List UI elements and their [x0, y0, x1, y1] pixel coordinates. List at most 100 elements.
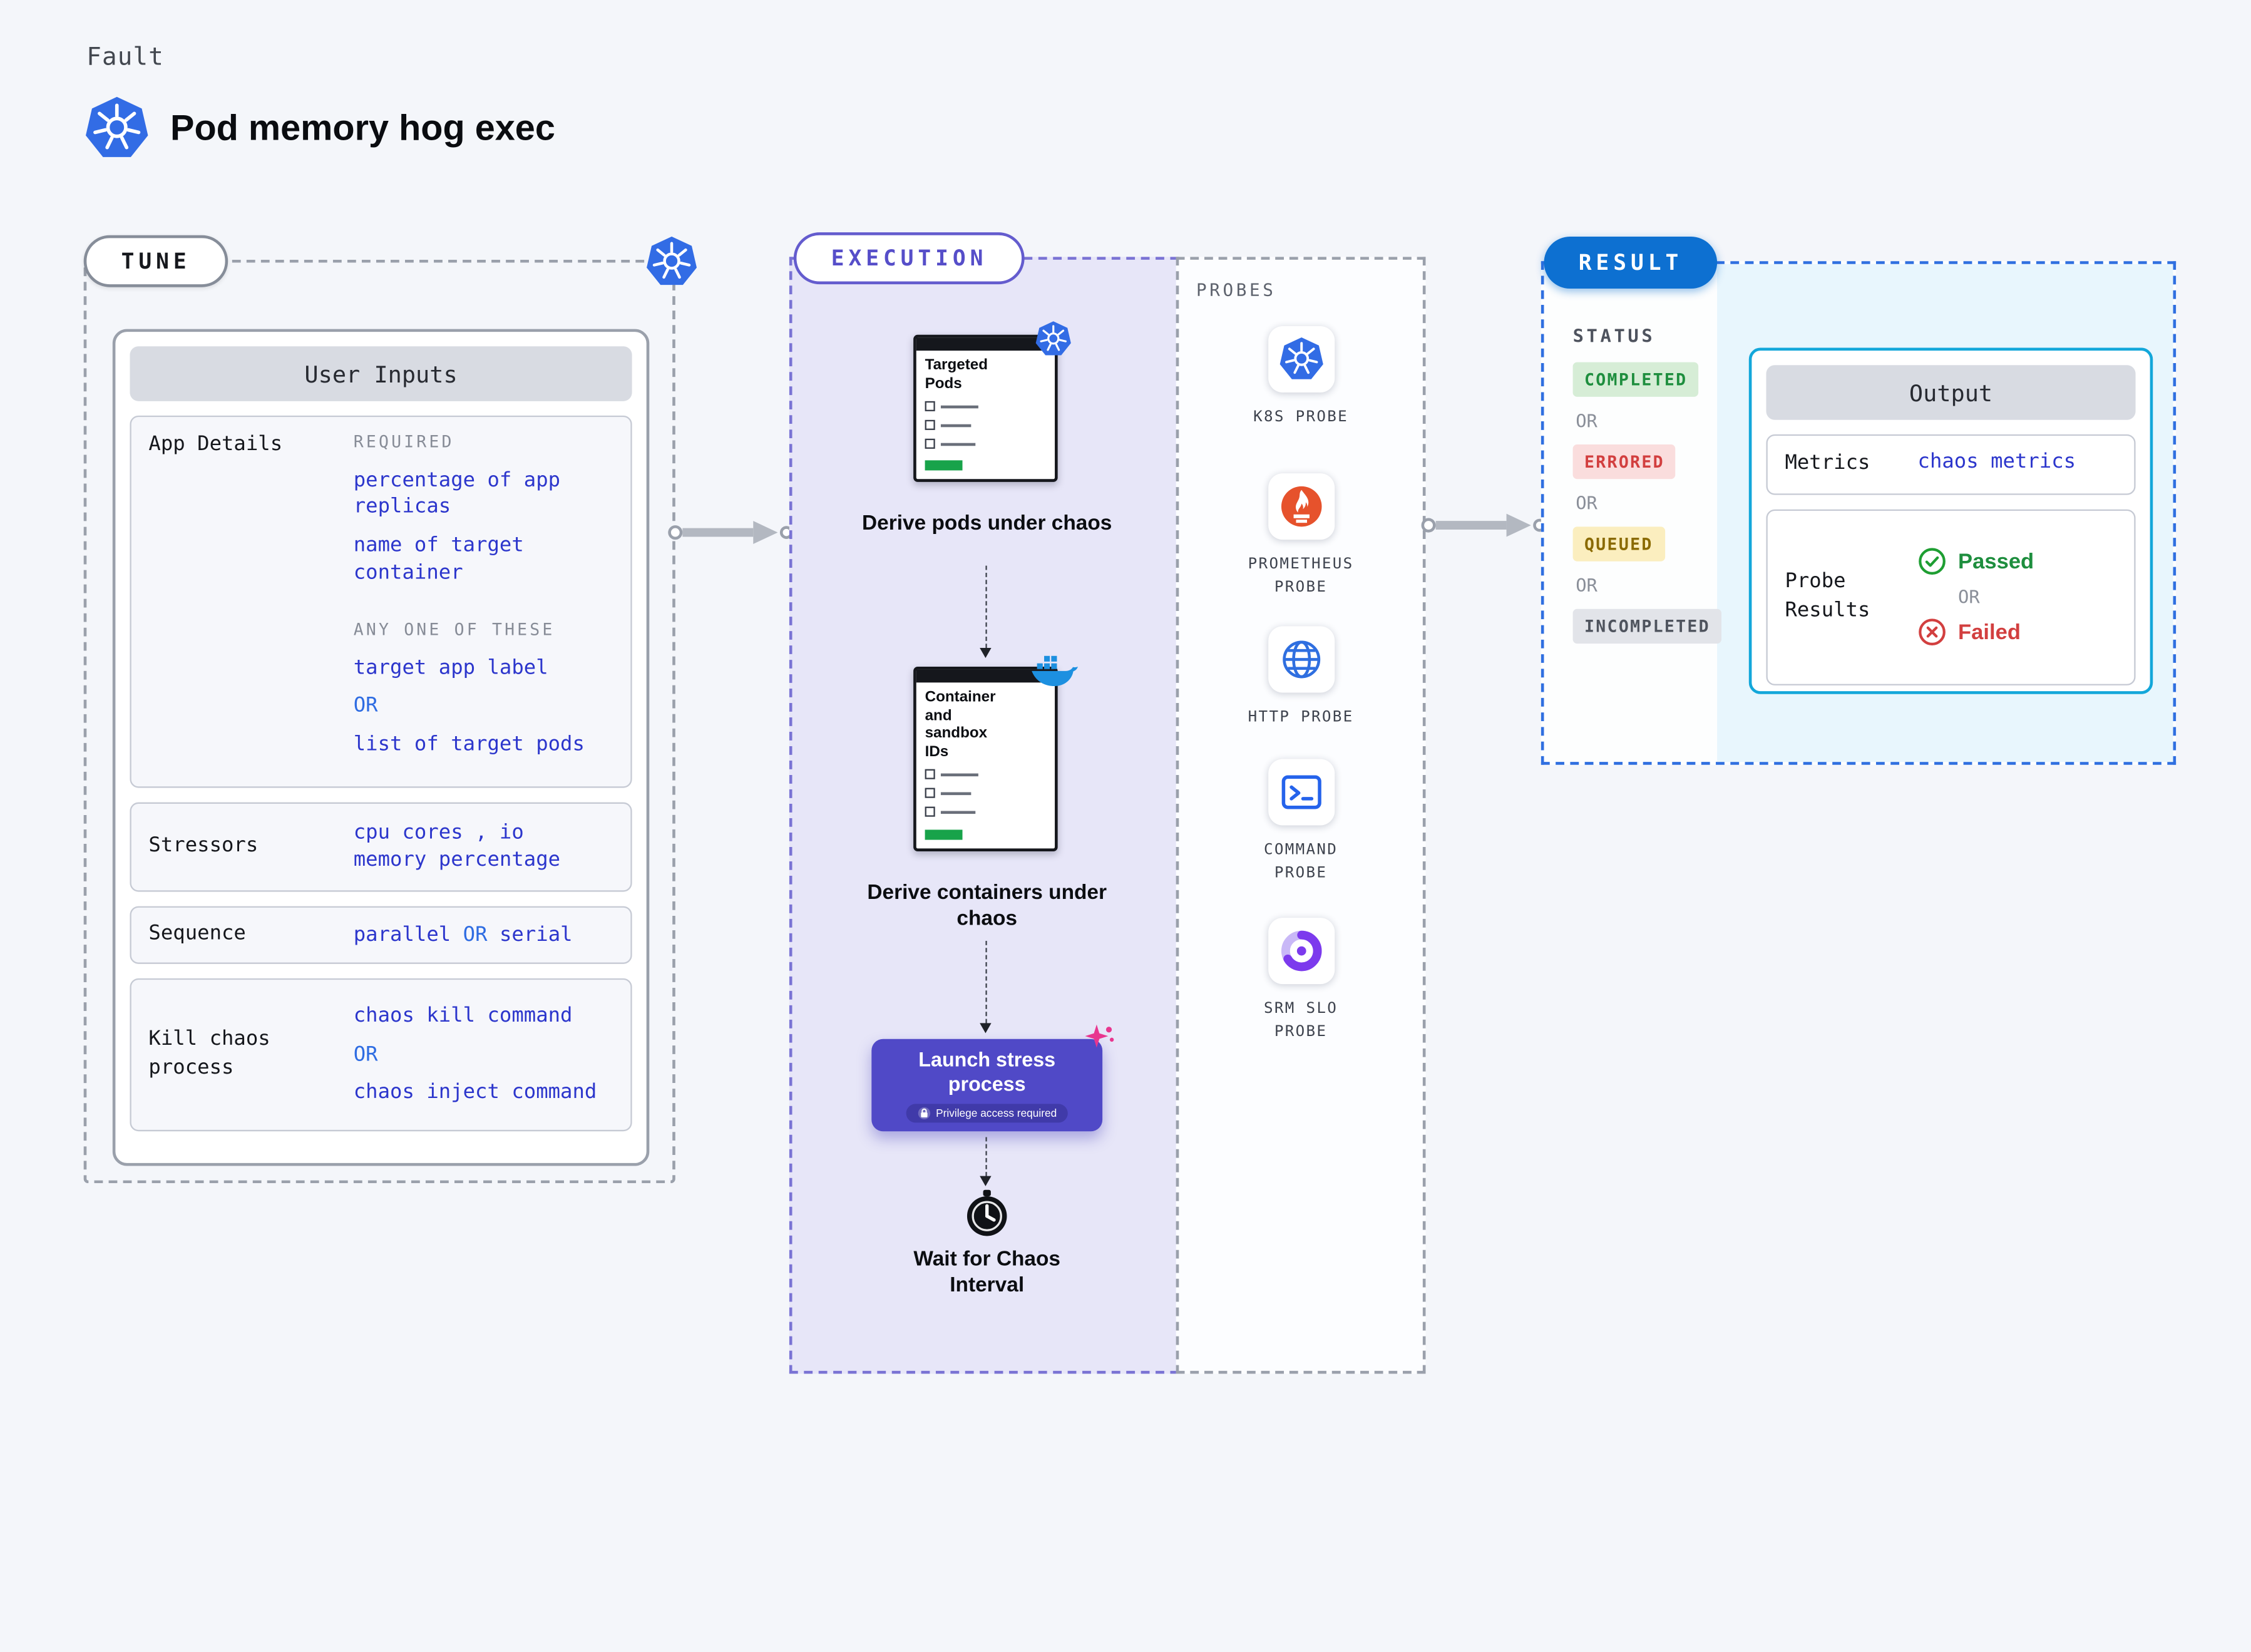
probe-command: COMMAND PROBE: [1179, 759, 1423, 885]
any-one-heading: ANY ONE OF THESE: [353, 619, 555, 640]
sequence-row: Sequence parallel OR serial: [130, 906, 632, 964]
probes-heading: PROBES: [1196, 280, 1276, 300]
flow-arrow-execution-to-result: [1421, 513, 1546, 537]
probe-k8s: K8S PROBE: [1179, 326, 1423, 429]
sequence-values: parallel OR serial: [354, 921, 613, 949]
window-list-row: [916, 803, 1055, 822]
metrics-label: Metrics: [1785, 451, 1870, 475]
window-list-row: [916, 766, 1055, 784]
stressors-values: cpu cores , io memory percentage: [354, 820, 613, 875]
output-title: Output: [1766, 365, 2136, 420]
or-separator: OR: [1576, 574, 1597, 597]
tune-badge: TUNE: [83, 235, 228, 287]
passed-label: Passed: [1958, 549, 2034, 574]
tune-section: TUNE User Inputs App Details REQUIRED pe…: [83, 235, 697, 1184]
launch-stress-button: Launch stress process Privilege access r…: [871, 1024, 1114, 1132]
input-value: list of target pods: [353, 733, 585, 757]
window-title: Container and sandbox IDs: [925, 688, 996, 761]
input-value: name of target container: [353, 534, 524, 585]
result-section: RESULT STATUS COMPLETED OR ERRORED OR QU…: [1541, 237, 2177, 765]
or-separator: OR: [353, 1042, 378, 1066]
probe-label: HTTP PROBE: [1248, 708, 1354, 726]
kill-chaos-row: Kill chaos process chaos kill command OR…: [130, 978, 632, 1132]
flow-connector: [979, 1137, 991, 1186]
kill-chaos-label: Kill chaos process: [148, 1028, 270, 1080]
or-separator: OR: [353, 694, 378, 718]
prometheus-icon: [1268, 473, 1335, 540]
required-heading: REQUIRED: [353, 431, 454, 452]
user-inputs-title: User Inputs: [130, 346, 632, 401]
docker-icon: [1032, 654, 1078, 688]
clock-icon: [964, 1189, 1010, 1238]
user-inputs-panel: User Inputs App Details REQUIRED percent…: [112, 329, 650, 1166]
probe-results-label: Probe Results: [1785, 570, 1870, 622]
globe-icon: [1268, 626, 1335, 693]
window-list-row: [916, 434, 1055, 453]
window-titlebar: [916, 337, 1055, 351]
app-details-label: App Details: [148, 433, 283, 456]
window-titlebar: [916, 669, 1055, 683]
input-value: chaos inject command: [353, 1081, 597, 1105]
window-list-row: [916, 416, 1055, 434]
metrics-row: Metrics chaos metrics: [1766, 434, 2136, 495]
status-badge-incompleted: INCOMPLETED: [1572, 608, 1722, 644]
probe-prometheus: PROMETHEUS PROBE: [1179, 473, 1423, 600]
kubernetes-icon: [1268, 326, 1335, 392]
window-title: Targeted Pods: [925, 356, 988, 392]
window-list-row: [916, 784, 1055, 803]
status-list: COMPLETED OR ERRORED OR QUEUED OR INCOMP…: [1572, 362, 1722, 644]
status-badge-queued: QUEUED: [1572, 526, 1665, 562]
privilege-badge-text: Privilege access required: [936, 1106, 1057, 1120]
output-card: Output Metrics chaos metrics Probe Resul…: [1748, 347, 2153, 694]
kubernetes-icon: [1035, 321, 1072, 358]
sequence-label: Sequence: [148, 922, 246, 946]
kubernetes-icon: [84, 95, 150, 162]
privilege-badge: Privilege access required: [905, 1103, 1069, 1122]
probe-results-row: Probe Results Passed OR Failed: [1766, 508, 2136, 685]
flow-connector: [979, 565, 991, 659]
input-value: parallel: [353, 923, 451, 947]
metrics-value: chaos metrics: [1917, 450, 2076, 474]
status-badge-errored: ERRORED: [1572, 444, 1676, 480]
stressors-row: Stressors cpu cores , io memory percenta…: [130, 802, 632, 892]
failed-line: Failed: [1918, 618, 2034, 647]
x-circle-icon: [1918, 618, 1947, 647]
window-list-row: [916, 397, 1055, 416]
progress-bar: [925, 460, 963, 471]
probe-srm-slo: SRM SLO PROBE: [1179, 918, 1423, 1044]
or-separator: OR: [463, 923, 488, 947]
targeted-pods-window: Targeted Pods: [913, 321, 1071, 482]
execution-badge: EXECUTION: [793, 232, 1025, 285]
step-caption: Derive pods under chaos: [862, 512, 1112, 536]
step-caption: Derive containers under chaos: [867, 881, 1107, 931]
input-value: serial: [499, 923, 573, 947]
flow-connector: [979, 940, 991, 1034]
input-value: chaos kill command: [353, 1003, 573, 1027]
or-separator: OR: [1576, 409, 1597, 432]
status-badge-completed: COMPLETED: [1572, 362, 1699, 397]
probe-label: SRM SLO PROBE: [1263, 1000, 1338, 1040]
step-caption: Wait for Chaos Interval: [913, 1248, 1061, 1298]
or-separator: OR: [1958, 586, 1980, 608]
execution-section: EXECUTION Targeted Pods Derive pods unde…: [789, 232, 1179, 1374]
kill-chaos-values: chaos kill command OR chaos inject comma…: [354, 1002, 613, 1107]
probe-http: HTTP PROBE: [1179, 626, 1423, 729]
launch-stress-title: Launch stress process: [918, 1047, 1056, 1095]
slo-gauge-icon: [1268, 918, 1335, 985]
input-value: cpu cores , io: [353, 821, 524, 844]
kubernetes-icon: [645, 235, 698, 289]
stressors-label: Stressors: [148, 834, 259, 858]
result-badge: RESULT: [1544, 237, 1718, 289]
input-value: percentage of app replicas: [353, 468, 561, 519]
input-value: target app label: [353, 655, 548, 679]
probe-label: COMMAND PROBE: [1263, 841, 1338, 881]
probe-label: PROMETHEUS PROBE: [1248, 555, 1354, 596]
page-title: Pod memory hog exec: [170, 107, 555, 148]
probes-section: PROBES K8S PROBE PROMETHEUS PROBE: [1176, 257, 1426, 1374]
failed-label: Failed: [1958, 620, 2021, 645]
check-circle-icon: [1918, 547, 1947, 576]
page-header: Pod memory hog exec: [84, 95, 555, 162]
terminal-icon: [1268, 759, 1335, 826]
